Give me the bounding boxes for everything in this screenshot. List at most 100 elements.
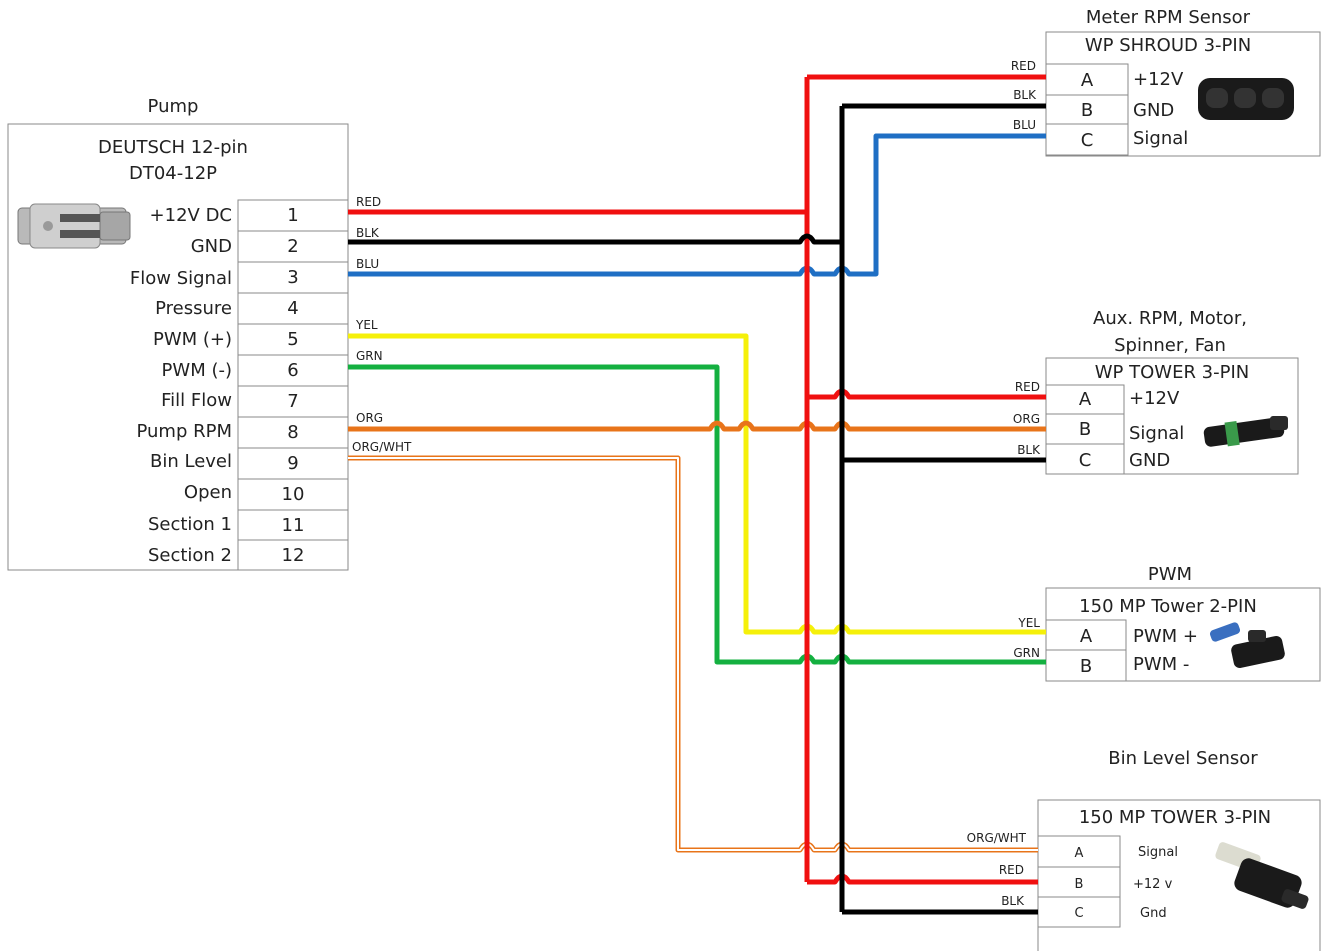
- wp-shroud-connector-icon: [1198, 78, 1294, 120]
- pwm-wire-label: GRN: [1013, 646, 1040, 660]
- pump-title: Pump: [148, 96, 199, 117]
- pump-wire-label: ORG/WHT: [352, 440, 412, 454]
- pwm-pin-label: PWM -: [1133, 654, 1189, 675]
- bin-wire-label: ORG/WHT: [967, 831, 1027, 845]
- wire-blu: [348, 133, 1046, 277]
- meter-wire-label: BLK: [1013, 88, 1037, 102]
- bin-connector-name: 150 MP TOWER 3-PIN: [1079, 807, 1271, 828]
- pump-connector-part: DT04-12P: [129, 163, 217, 184]
- pump-pin-label: Open: [184, 482, 232, 503]
- meter-connector-name: WP SHROUD 3-PIN: [1085, 35, 1251, 56]
- pump-pin-number: 8: [287, 422, 298, 443]
- aux-wire-label: ORG: [1013, 412, 1040, 426]
- pump-pin-label: Bin Level: [150, 451, 232, 472]
- pump-pin-row: Pump RPM 8: [136, 416, 349, 449]
- meter-pin-label: Signal: [1133, 128, 1188, 149]
- pump-pin-row: Fill Flow 7: [161, 385, 349, 418]
- pump-pin-row: Section 1 11: [148, 509, 349, 541]
- bin-wire-label: RED: [999, 863, 1024, 877]
- aux-pin-letter: C: [1079, 450, 1092, 471]
- meter-pin-label: +12V: [1133, 69, 1184, 90]
- pwm-pin-label: PWM +: [1133, 626, 1198, 647]
- bin-wire-label: BLK: [1001, 894, 1025, 908]
- wire-yel: [348, 333, 1046, 635]
- pump-pin-row: Pressure 4: [155, 292, 349, 325]
- aux-title-line1: Aux. RPM, Motor,: [1093, 308, 1247, 329]
- aux-pin-label: GND: [1129, 450, 1170, 471]
- deutsch-connector-icon: [17, 203, 131, 249]
- pump-pin-label: +12V DC: [150, 205, 232, 226]
- pump-pin-number: 4: [287, 298, 298, 319]
- pump-pin-number: 12: [282, 545, 305, 566]
- pump-pin-label: Flow Signal: [130, 268, 232, 289]
- pwm-title: PWM: [1148, 564, 1192, 585]
- bin-pin-letter: A: [1075, 846, 1084, 861]
- pump-pin-row: Flow Signal 3: [130, 261, 349, 294]
- meter-pin-label: GND: [1133, 100, 1174, 121]
- bin-pin-label: Signal: [1138, 845, 1178, 860]
- aux-wire-label: BLK: [1017, 443, 1041, 457]
- pwm-pin-letter: A: [1080, 626, 1093, 647]
- aux-pin-label: +12V: [1129, 388, 1180, 409]
- wire-org-wht: [348, 455, 1038, 853]
- pump-pin-number: 3: [287, 267, 298, 288]
- pump-wire-label: ORG: [356, 411, 383, 425]
- pump-wire-label: BLK: [356, 226, 380, 240]
- pump-pin-number: 10: [282, 484, 305, 505]
- pump-pin-label: Pressure: [155, 298, 232, 319]
- pump-pin-number: 1: [287, 205, 298, 226]
- meter-pin-letter: B: [1081, 100, 1093, 121]
- pump-pin-row: PWM (+) 5: [153, 323, 349, 356]
- pump-wire-label: GRN: [356, 349, 383, 363]
- pump-pin-label: Fill Flow: [161, 390, 232, 411]
- bin-pin-letter: C: [1074, 906, 1083, 921]
- pump-pin-label: PWM (-): [162, 360, 232, 381]
- wp-tower-connector-icon: [1203, 416, 1288, 447]
- pump-pin-row: Bin Level 9: [150, 447, 349, 480]
- pump-pin-label: PWM (+): [153, 329, 232, 350]
- pump-pin-row: Section 2 12: [148, 539, 349, 571]
- meter-title: Meter RPM Sensor: [1086, 7, 1251, 28]
- pump-pin-label: Section 2: [148, 545, 232, 566]
- pwm-connector-name: 150 MP Tower 2-PIN: [1079, 596, 1257, 617]
- wire-red: [348, 74, 1046, 885]
- meter-wire-label: RED: [1011, 59, 1036, 73]
- aux-wire-label: RED: [1015, 380, 1040, 394]
- meter-pin-letter: A: [1081, 70, 1094, 91]
- pump-pin-table: +12V DC 1 GND 2 Flow Signal 3 Pressure 4…: [130, 199, 349, 571]
- aux-title-line2: Spinner, Fan: [1114, 335, 1226, 356]
- mp-tower-3pin-connector-icon: [1215, 842, 1309, 909]
- pump-pin-label: Section 1: [148, 514, 232, 535]
- mp-tower-2pin-connector-icon: [1209, 622, 1285, 669]
- pump-pin-number: 11: [282, 515, 305, 536]
- pump-pin-number: 6: [287, 360, 298, 381]
- wire-blk: [348, 103, 1046, 915]
- bin-pin-label: +12 v: [1133, 877, 1173, 892]
- pump-pin-number: 7: [287, 391, 298, 412]
- pump-wire-label: BLU: [356, 257, 379, 271]
- aux-pin-label: Signal: [1129, 423, 1184, 444]
- pump-pin-row: GND 2: [191, 230, 349, 263]
- pump-wire-label: RED: [356, 195, 381, 209]
- pump-pin-label: Pump RPM: [136, 421, 232, 442]
- pump-pin-number: 9: [287, 453, 298, 474]
- bin-pin-letter: B: [1075, 877, 1084, 892]
- meter-pin-letter: C: [1081, 130, 1094, 151]
- aux-connector-name: WP TOWER 3-PIN: [1095, 362, 1250, 383]
- wire-org: [348, 420, 1046, 432]
- pump-pin-number: 2: [287, 236, 298, 257]
- meter-wire-label: BLU: [1013, 118, 1036, 132]
- pump-pin-number: 5: [287, 329, 298, 350]
- pump-pin-row: +12V DC 1: [150, 199, 349, 232]
- bin-title: Bin Level Sensor: [1108, 748, 1258, 769]
- pwm-wire-label: YEL: [1017, 616, 1040, 630]
- wire-grn: [348, 364, 1046, 665]
- pump-connector-name: DEUTSCH 12-pin: [98, 137, 248, 158]
- pump-pin-label: GND: [191, 236, 232, 257]
- aux-pin-letter: A: [1079, 389, 1092, 410]
- aux-pin-letter: B: [1079, 419, 1091, 440]
- pwm-pin-letter: B: [1080, 656, 1092, 677]
- pump-wire-label: YEL: [355, 318, 378, 332]
- bin-pin-label: Gnd: [1140, 906, 1167, 921]
